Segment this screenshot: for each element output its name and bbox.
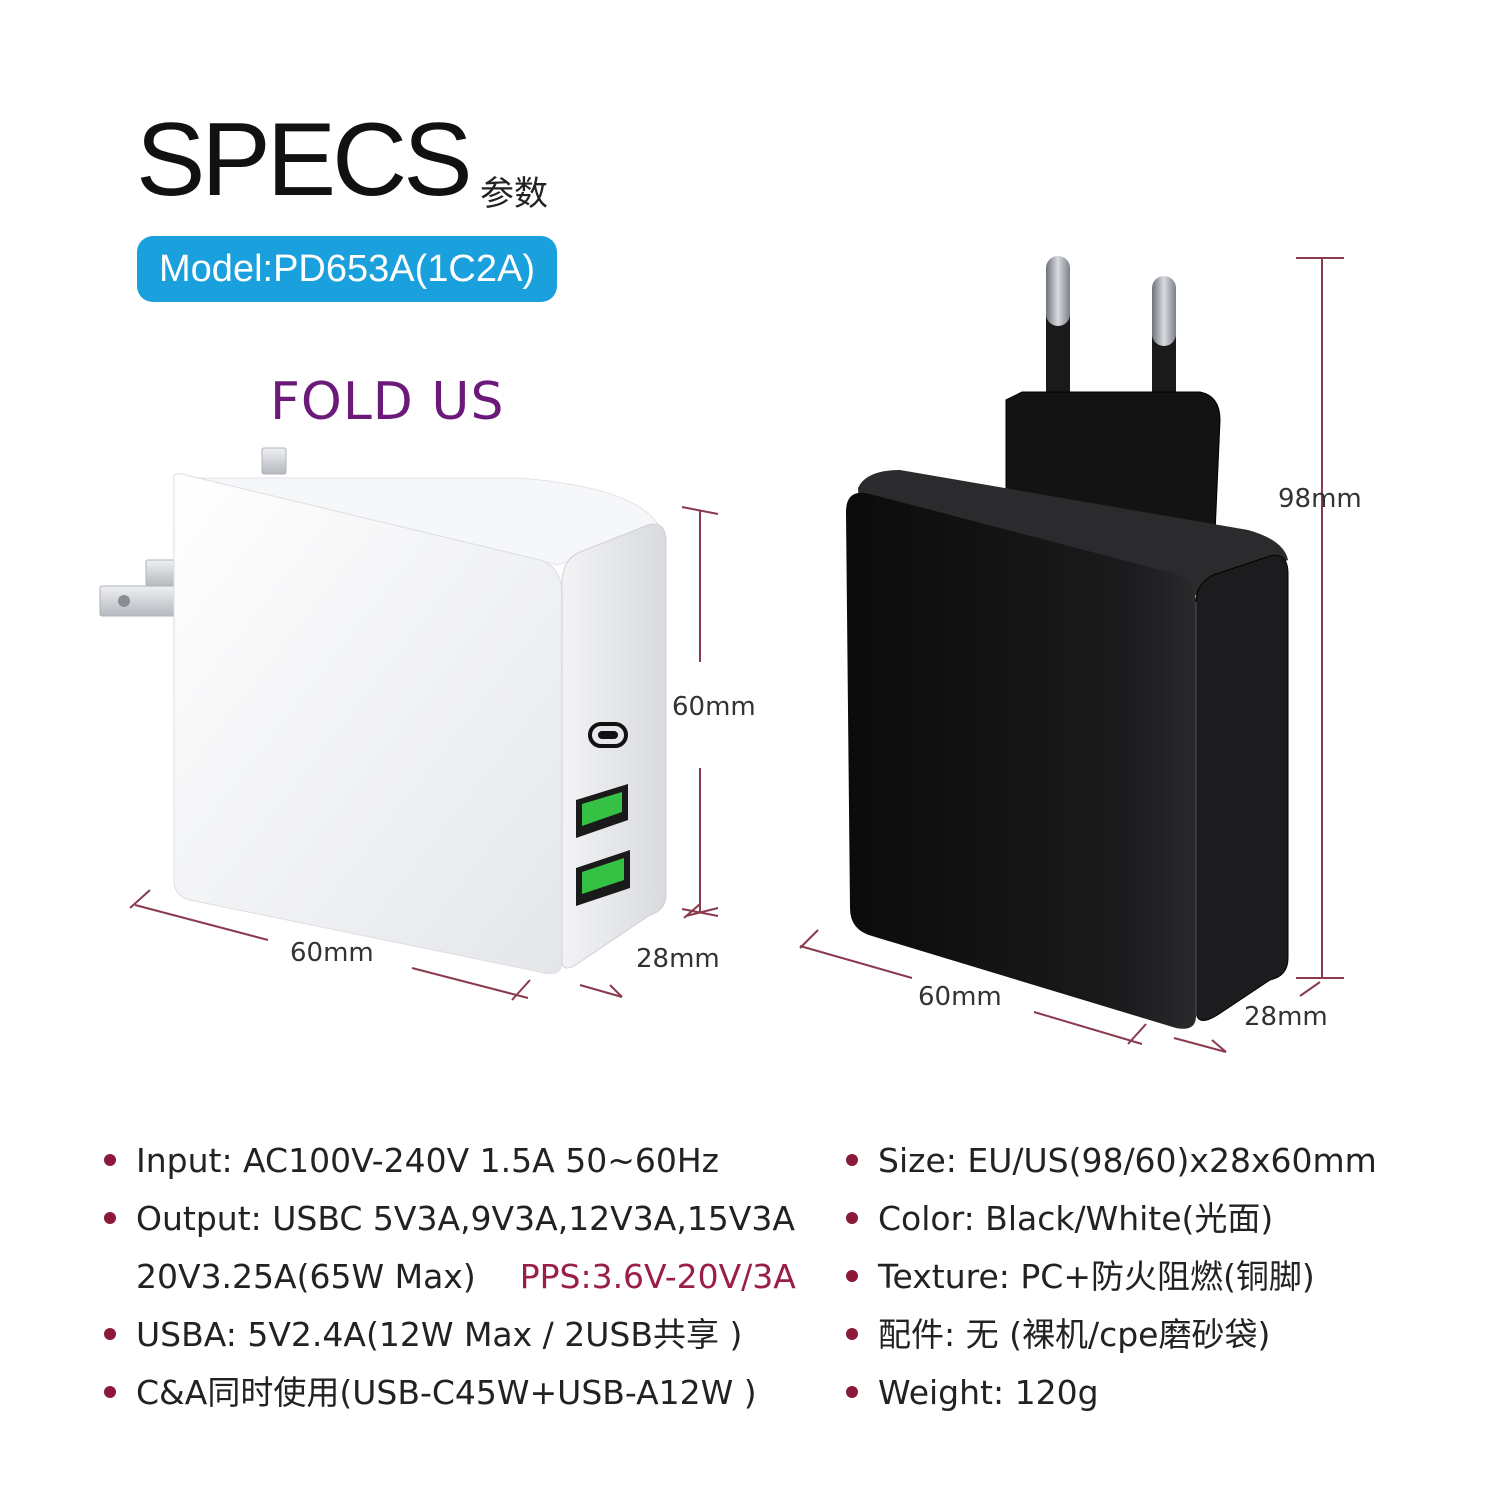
pps-spec: PPS:3.6V-20V/3A [519,1257,796,1296]
white-height-dimension: 60mm [672,692,756,722]
spec-accessories: 配件: 无 (裸机/cpe磨砂袋) [846,1312,1377,1370]
white-us-charger [99,447,667,975]
fold-us-label: FOLD US [270,372,505,432]
usb-a-port-1 [576,784,628,838]
bullet-dot [104,1154,116,1166]
black-dimension-lines [799,257,1344,1053]
black-width-dimension: 60mm [918,982,1002,1012]
spec-color: Color: Black/White(光面) [846,1196,1377,1254]
specs-list-right: Size: EU/US(98/60)x28x60mm Color: Black/… [846,1138,1377,1428]
spec-size: Size: EU/US(98/60)x28x60mm [846,1138,1377,1196]
page-title: SPECS [136,102,473,218]
usb-a-port-2 [576,850,630,906]
bullet-dot [846,1328,858,1340]
white-depth-dimension: 28mm [636,944,720,974]
page-subtitle: 参数 [480,174,548,214]
spec-combined-use: C&A同时使用(USB-C45W+USB-A12W ) [104,1370,796,1428]
spec-weight: Weight: 120g [846,1370,1377,1428]
spec-usba: USBA: 5V2.4A(12W Max / 2USB共享 ) [104,1312,796,1370]
spec-texture: Texture: PC+防火阻燃(铜脚) [846,1254,1377,1312]
white-dimension-lines [129,506,719,1001]
white-width-dimension: 60mm [290,938,374,968]
spec-input: Input: AC100V-240V 1.5A 50~60Hz [104,1138,796,1196]
bullet-dot [846,1154,858,1166]
bullet-dot [846,1270,858,1282]
spec-output: Output: USBC 5V3A,9V3A,12V3A,15V3A [104,1196,796,1254]
bullet-dot [846,1386,858,1398]
spec-output-continued: 20V3.25A(65W Max)PPS:3.6V-20V/3A [136,1257,796,1296]
black-eu-charger [846,256,1289,1029]
us-prong-top [261,447,287,475]
specs-list-left: Input: AC100V-240V 1.5A 50~60Hz Output: … [104,1138,796,1428]
bullet-dot [104,1212,116,1224]
eu-pin-right [1152,276,1176,346]
bullet-dot [846,1212,858,1224]
model-badge: Model:PD653A(1C2A) [137,236,557,302]
us-prong-lower [99,585,179,617]
black-height-dimension: 98mm [1278,484,1362,514]
eu-pin-left [1046,256,1070,326]
bullet-dot [104,1328,116,1340]
bullet-dot [104,1386,116,1398]
black-depth-dimension: 28mm [1244,1002,1328,1032]
white-depth-line [685,907,719,917]
